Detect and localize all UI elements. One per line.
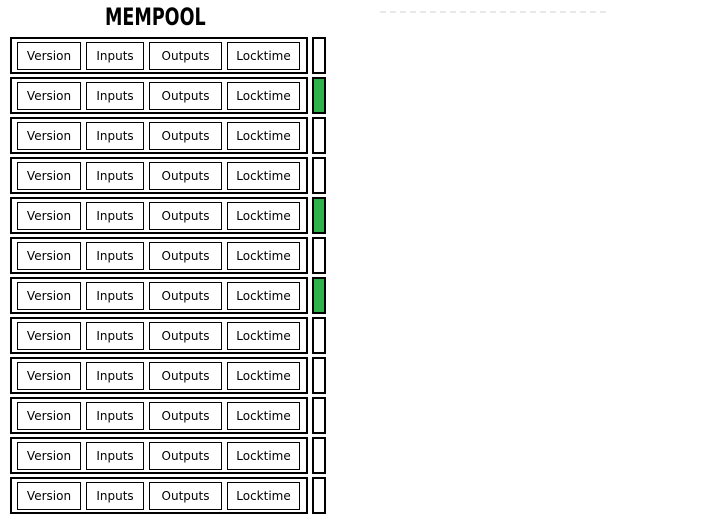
transaction-box: Version Inputs Outputs Locktime [10,437,308,474]
field-outputs: Outputs [149,41,222,70]
field-locktime: Locktime [227,201,300,230]
transaction-box: Version Inputs Outputs Locktime [10,237,308,274]
transaction-row: Version Inputs Outputs Locktime [10,277,326,314]
field-inputs: Inputs [86,81,144,110]
field-inputs: Inputs [86,481,144,510]
field-locktime: Locktime [227,401,300,430]
transaction-box: Version Inputs Outputs Locktime [10,357,308,394]
transaction-row: Version Inputs Outputs Locktime [10,197,326,234]
field-version: Version [17,241,81,270]
field-inputs: Inputs [86,321,144,350]
field-outputs: Outputs [149,481,222,510]
field-locktime: Locktime [227,161,300,190]
field-outputs: Outputs [149,241,222,270]
field-version: Version [17,481,81,510]
field-locktime: Locktime [227,81,300,110]
field-version: Version [17,201,81,230]
transaction-box: Version Inputs Outputs Locktime [10,157,308,194]
field-inputs: Inputs [86,401,144,430]
field-version: Version [17,401,81,430]
transaction-row: Version Inputs Outputs Locktime [10,317,326,354]
transaction-box: Version Inputs Outputs Locktime [10,397,308,434]
transaction-row: Version Inputs Outputs Locktime [10,237,326,274]
field-version: Version [17,281,81,310]
status-indicator [312,437,326,474]
transaction-row: Version Inputs Outputs Locktime [10,117,326,154]
field-outputs: Outputs [149,441,222,470]
status-indicator [312,117,326,154]
transaction-box: Version Inputs Outputs Locktime [10,197,308,234]
field-locktime: Locktime [227,121,300,150]
field-version: Version [17,41,81,70]
field-inputs: Inputs [86,361,144,390]
transaction-list: Version Inputs Outputs Locktime Version … [10,37,326,514]
status-indicator [312,157,326,194]
transaction-box: Version Inputs Outputs Locktime [10,117,308,154]
field-version: Version [17,441,81,470]
status-indicator [312,197,326,234]
field-version: Version [17,321,81,350]
transaction-row: Version Inputs Outputs Locktime [10,37,326,74]
status-indicator [312,477,326,514]
field-inputs: Inputs [86,241,144,270]
field-locktime: Locktime [227,281,300,310]
field-locktime: Locktime [227,321,300,350]
field-version: Version [17,161,81,190]
field-inputs: Inputs [86,121,144,150]
transaction-row: Version Inputs Outputs Locktime [10,477,326,514]
field-version: Version [17,81,81,110]
field-locktime: Locktime [227,481,300,510]
transaction-box: Version Inputs Outputs Locktime [10,77,308,114]
transaction-row: Version Inputs Outputs Locktime [10,157,326,194]
field-inputs: Inputs [86,441,144,470]
field-inputs: Inputs [86,201,144,230]
status-indicator [312,397,326,434]
status-indicator [312,357,326,394]
field-version: Version [17,121,81,150]
transaction-box: Version Inputs Outputs Locktime [10,37,308,74]
transaction-row: Version Inputs Outputs Locktime [10,437,326,474]
field-outputs: Outputs [149,401,222,430]
status-indicator [312,317,326,354]
field-locktime: Locktime [227,41,300,70]
transaction-box: Version Inputs Outputs Locktime [10,317,308,354]
field-locktime: Locktime [227,441,300,470]
field-outputs: Outputs [149,281,222,310]
transaction-box: Version Inputs Outputs Locktime [10,277,308,314]
field-inputs: Inputs [86,41,144,70]
field-outputs: Outputs [149,201,222,230]
field-version: Version [17,361,81,390]
field-outputs: Outputs [149,361,222,390]
field-outputs: Outputs [149,321,222,350]
field-outputs: Outputs [149,81,222,110]
field-inputs: Inputs [86,161,144,190]
transaction-row: Version Inputs Outputs Locktime [10,77,326,114]
field-outputs: Outputs [149,161,222,190]
mempool-title: MEMPOOL [105,3,206,31]
transaction-row: Version Inputs Outputs Locktime [10,357,326,394]
field-inputs: Inputs [86,281,144,310]
transaction-row: Version Inputs Outputs Locktime [10,397,326,434]
status-indicator [312,277,326,314]
field-locktime: Locktime [227,361,300,390]
field-outputs: Outputs [149,121,222,150]
field-locktime: Locktime [227,241,300,270]
status-indicator [312,37,326,74]
status-indicator [312,77,326,114]
dashed-separator-line [380,11,606,13]
transaction-box: Version Inputs Outputs Locktime [10,477,308,514]
status-indicator [312,237,326,274]
